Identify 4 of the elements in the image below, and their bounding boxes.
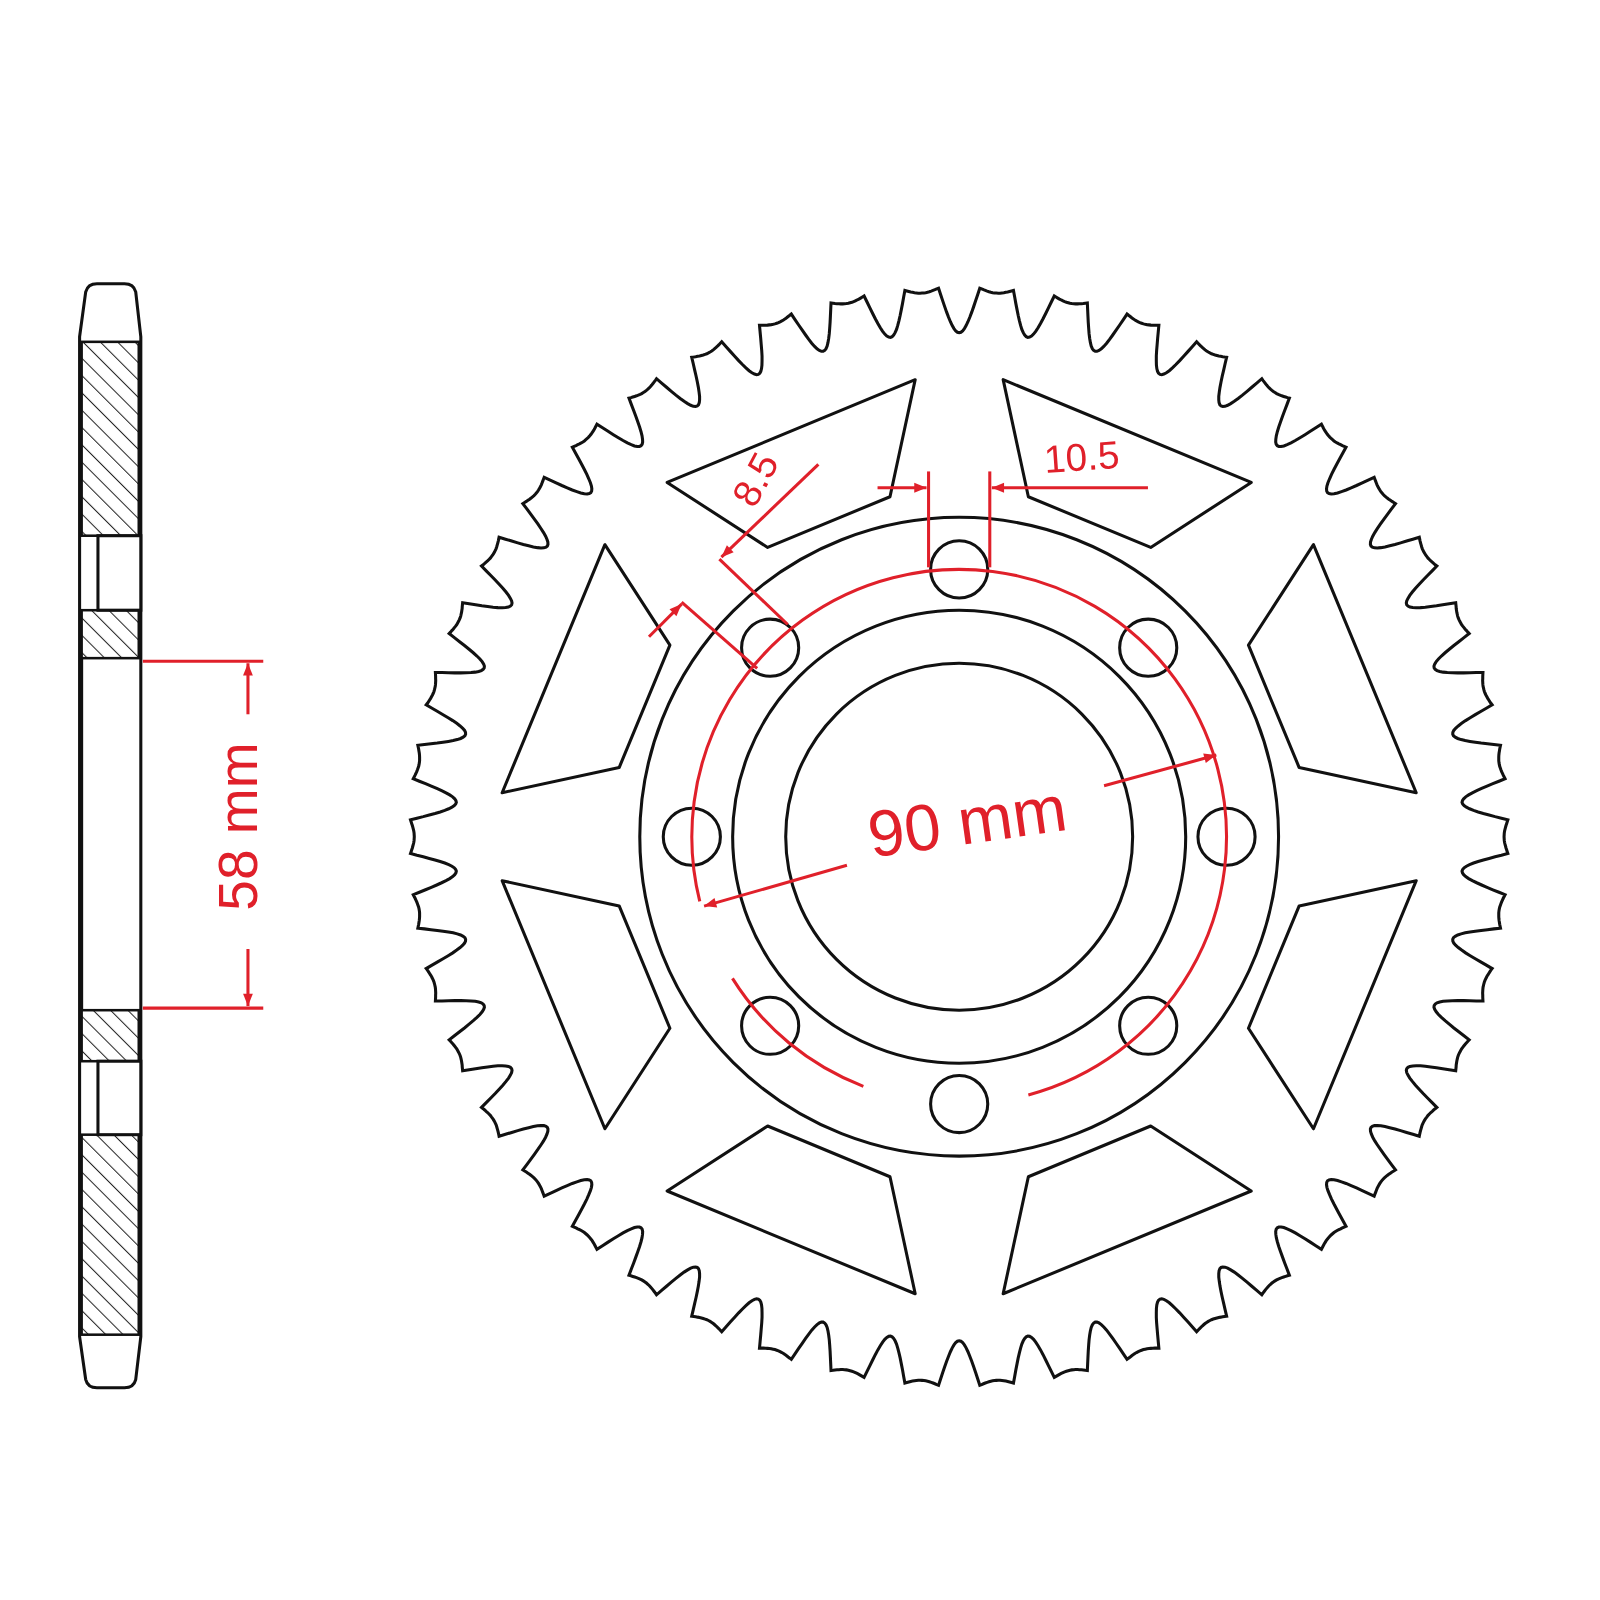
- dimension-label: 58 mm: [209, 742, 265, 911]
- dimension-label: 8.5: [725, 446, 785, 513]
- dimension-label: 10.5: [1042, 435, 1121, 480]
- dimension-label: 90 mm: [863, 775, 1071, 868]
